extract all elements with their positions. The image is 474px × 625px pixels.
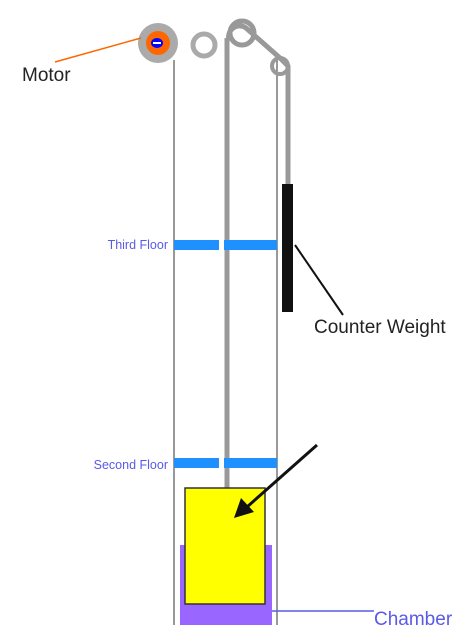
second-floor-marker-right (224, 458, 277, 468)
counterweight-pulley (270, 56, 290, 76)
counter-weight-label: Counter Weight (314, 317, 446, 338)
counter-weight-pointer-line (294, 244, 344, 316)
second-floor-marker-left (174, 458, 219, 468)
top-pulley (227, 18, 257, 48)
car-arrow-shaft (246, 443, 318, 509)
chamber-label: Chamber (374, 609, 453, 625)
second-floor-label: Second Floor (94, 458, 168, 472)
third-floor-marker-right (224, 240, 277, 250)
counterweight-cable (226, 23, 291, 185)
motor-label: Motor (22, 65, 71, 86)
car-arrow-head (234, 498, 254, 518)
counter-weight (282, 184, 293, 312)
third-floor-marker-left (174, 240, 219, 250)
motor-pulley (190, 31, 218, 59)
elevator-car (184, 487, 266, 605)
motor-core-slot (153, 42, 161, 44)
motor-pointer-line (54, 37, 142, 63)
third-floor-label: Third Floor (108, 238, 168, 252)
